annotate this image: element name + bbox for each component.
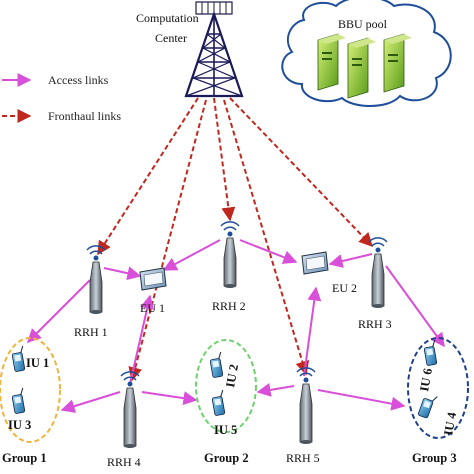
eu-device-icon xyxy=(139,267,167,291)
rrh-icon xyxy=(296,367,316,444)
computation-center-tower-icon xyxy=(184,1,244,98)
fronthaul-links xyxy=(97,97,373,382)
user-label: IU 2 xyxy=(223,363,241,388)
user-label: IU 1 xyxy=(26,356,49,370)
group-1-boundary xyxy=(0,337,61,443)
rrh-icon xyxy=(86,245,106,314)
access-link-rrh1-group1 xyxy=(27,279,91,343)
server-icon xyxy=(317,33,346,91)
access-link-rrh2-eu1 xyxy=(162,239,221,271)
fronthaul-link-rrh5 xyxy=(223,99,310,376)
user-label: IU 5 xyxy=(214,423,237,437)
phone-icon xyxy=(11,387,26,414)
rrh-label: RRH 3 xyxy=(358,317,392,331)
center-label-line1: Computation xyxy=(136,11,199,25)
access-link-rrh3-group3 xyxy=(385,265,445,348)
phone-icon xyxy=(11,345,26,372)
rrh-label: RRH 1 xyxy=(74,325,108,339)
user-label: IU 4 xyxy=(441,410,459,436)
fronthaul-link-rrh3 xyxy=(229,97,373,248)
access-links xyxy=(27,239,445,413)
phone-icon xyxy=(423,339,438,366)
user-label: IU 6 xyxy=(417,367,435,392)
access-link-rrh4-group2 xyxy=(141,391,198,406)
access-link-rrh2-eu2 xyxy=(239,239,298,264)
group-2-boundary xyxy=(195,339,257,433)
server-icon xyxy=(347,37,376,99)
access-link-rrh5-group2 xyxy=(256,383,295,397)
rrh-label: RRH 2 xyxy=(212,299,246,313)
phone-icon xyxy=(211,389,226,416)
center-label-line2: Center xyxy=(155,31,187,45)
phone-icon xyxy=(209,351,224,378)
server-icon xyxy=(383,33,412,93)
access-link-rrh5-eu2 xyxy=(303,286,322,377)
access-link-rrh5-group3 xyxy=(317,389,406,411)
legend-fronthaul-label: Fronthaul links xyxy=(48,109,121,123)
group-label: Group 3 xyxy=(412,451,457,465)
bbu-pool-label: BBU pool xyxy=(338,17,388,31)
rrh-icon xyxy=(220,221,240,288)
rrh-icon xyxy=(368,237,388,308)
fronthaul-link-rrh1 xyxy=(97,97,199,256)
rrh-label: RRH 4 xyxy=(107,455,141,469)
rrh-icon xyxy=(120,371,140,448)
group-3-boundary xyxy=(407,337,469,439)
eu-label: EU 2 xyxy=(332,281,357,295)
access-link-rrh3-eu2 xyxy=(328,253,373,268)
fronthaul-link-rrh4 xyxy=(128,99,207,382)
phone-icon xyxy=(418,396,438,419)
eu-label: EU 1 xyxy=(140,301,165,315)
access-link-rrh4-eu1 xyxy=(129,294,155,385)
access-link-rrh4-group1 xyxy=(60,391,121,413)
fronthaul-link-rrh2 xyxy=(213,97,236,222)
eu-device-icon xyxy=(301,251,329,275)
user-label: IU 3 xyxy=(8,418,31,432)
rrh-label: RRH 5 xyxy=(286,451,320,465)
legend-access-label: Access links xyxy=(48,73,109,87)
legend: Access links Fronthaul links xyxy=(2,73,121,123)
access-link-rrh1-eu1 xyxy=(103,266,142,281)
group-label: Group 2 xyxy=(204,451,249,465)
group-label: Group 1 xyxy=(2,451,47,465)
